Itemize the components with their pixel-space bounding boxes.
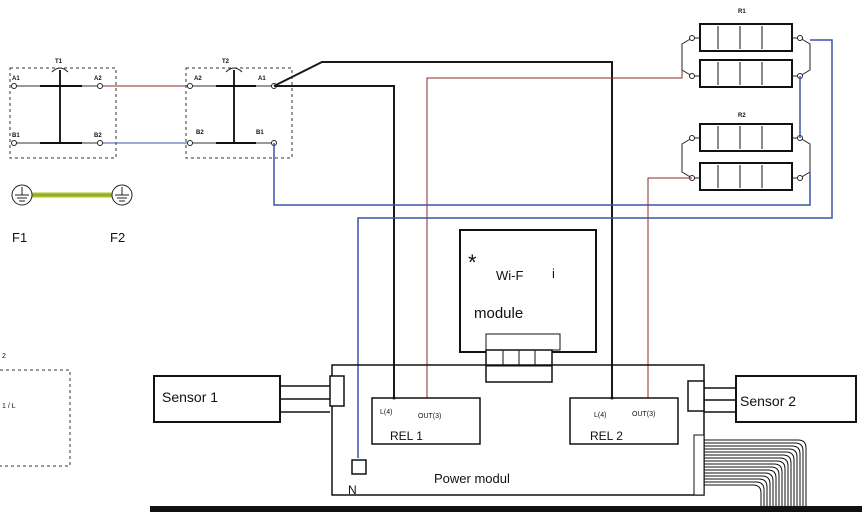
bottom-bar (150, 506, 862, 512)
switch-t1-knob (51, 67, 69, 73)
radiator-r1-label: R1 (738, 9, 746, 15)
sensor-2-body (735, 375, 857, 423)
sensor-2: Sensor 2 (687, 375, 857, 423)
power-module-box (331, 364, 705, 496)
ground-label-right: F2 (110, 230, 125, 245)
relay-1-name: REL 1 (390, 429, 423, 443)
power-module-title: Power modul (434, 471, 510, 486)
switch-t2: T2 A2 A1 B2 B1 (185, 59, 293, 159)
wifi-module-box (459, 229, 597, 353)
switch-t1-terminal-b2 (97, 140, 103, 146)
wire-black-rel1 (274, 85, 395, 398)
neutral-terminal (351, 459, 367, 475)
radiator-r1-pipe-right (799, 37, 811, 77)
switch-t1-label-a-right: A2 (94, 76, 102, 82)
ground-icon-left (11, 184, 33, 206)
wifi-label-line2: module (474, 305, 523, 322)
radiator-r2: R2 (681, 113, 811, 191)
left-box-frame (0, 369, 71, 467)
wire-red-r1 (426, 70, 683, 398)
radiator-r2-pipe-right (799, 137, 811, 179)
left-box-top-label: 2 (2, 353, 6, 360)
radiator-r2-panel-bottom (699, 162, 793, 191)
relay-2-in-label: L(4) (594, 412, 606, 419)
wifi-star-icon: * (468, 250, 477, 275)
ribbon-cable (704, 439, 807, 512)
relay-1-box (371, 397, 481, 445)
switch-t2-knob (225, 67, 243, 73)
relay-1-out-label: OUT(3) (418, 413, 441, 420)
sensor-1: Sensor 1 (153, 375, 345, 423)
sensor-1-connector (329, 375, 345, 407)
switch-t1-frame (9, 67, 117, 159)
switch-t1-terminal-a2 (97, 83, 103, 89)
switch-t1-label-a-left: A1 (12, 76, 20, 82)
wire-black-rel2 (273, 61, 613, 398)
relay-2-out-label: OUT(3) (632, 411, 655, 418)
neutral-label: N (348, 483, 357, 497)
sensor-1-label: Sensor 1 (162, 389, 218, 405)
radiator-r1-panel-top (699, 23, 793, 52)
relay-1-in-label: L(4) (380, 409, 392, 416)
switch-t2-terminal-b2 (187, 140, 193, 146)
radiator-r2-pipe-left (681, 137, 693, 179)
switch-t2-label-b-right: B1 (256, 130, 264, 136)
left-partial-box: 2 1 / L (0, 353, 71, 467)
switch-t2-title: T2 (222, 59, 230, 65)
switch-t2-frame (185, 67, 293, 159)
wifi-label-line1: Wi-F (496, 268, 523, 283)
relay-2-name: REL 2 (590, 429, 623, 443)
wire-red-r2 (647, 177, 692, 398)
radiator-r1-panel-bottom (699, 59, 793, 88)
radiator-r2-label: R2 (738, 113, 746, 119)
switch-t1-terminal-a1 (11, 83, 17, 89)
switch-t1: T1 A1 A2 B1 B2 (9, 59, 117, 159)
sensor-2-connector (687, 380, 705, 412)
sensor-2-label: Sensor 2 (740, 393, 796, 409)
relay-1: L(4) OUT(3) REL 1 (371, 397, 481, 445)
wifi-module: * Wi-F i module (459, 229, 597, 383)
radiator-r1-pipe-left (681, 37, 693, 77)
wifi-label-line1-suffix: i (552, 266, 555, 281)
wifi-connector-top (485, 333, 561, 351)
switch-t2-terminal-a2 (187, 83, 193, 89)
switch-t2-label-a-left: A2 (194, 76, 202, 82)
sensor-1-body (153, 375, 281, 423)
switch-t1-terminal-b1 (11, 140, 17, 146)
switch-t1-title: T1 (55, 59, 63, 65)
ground-link: F1 F2 (11, 184, 133, 245)
power-module-side-port (693, 434, 705, 496)
switch-t2-label-a-right: A1 (258, 76, 266, 82)
relay-2: L(4) OUT(3) REL 2 (569, 397, 679, 445)
radiator-r2-panel-top (699, 123, 793, 152)
power-module: Power modul N (331, 364, 705, 497)
radiator-r1: R1 (681, 9, 811, 88)
ground-icon-right (111, 184, 133, 206)
left-box-mid-label: 1 / L (2, 403, 16, 410)
switch-t1-label-b-left: B1 (12, 133, 20, 139)
relay-2-box (569, 397, 679, 445)
wire-blue-neutral (357, 39, 833, 458)
wire-blue-b1 (273, 143, 811, 206)
switch-t1-label-b-right: B2 (94, 133, 102, 139)
ground-label-left: F1 (12, 230, 27, 245)
switch-t2-label-b-left: B2 (196, 130, 204, 136)
